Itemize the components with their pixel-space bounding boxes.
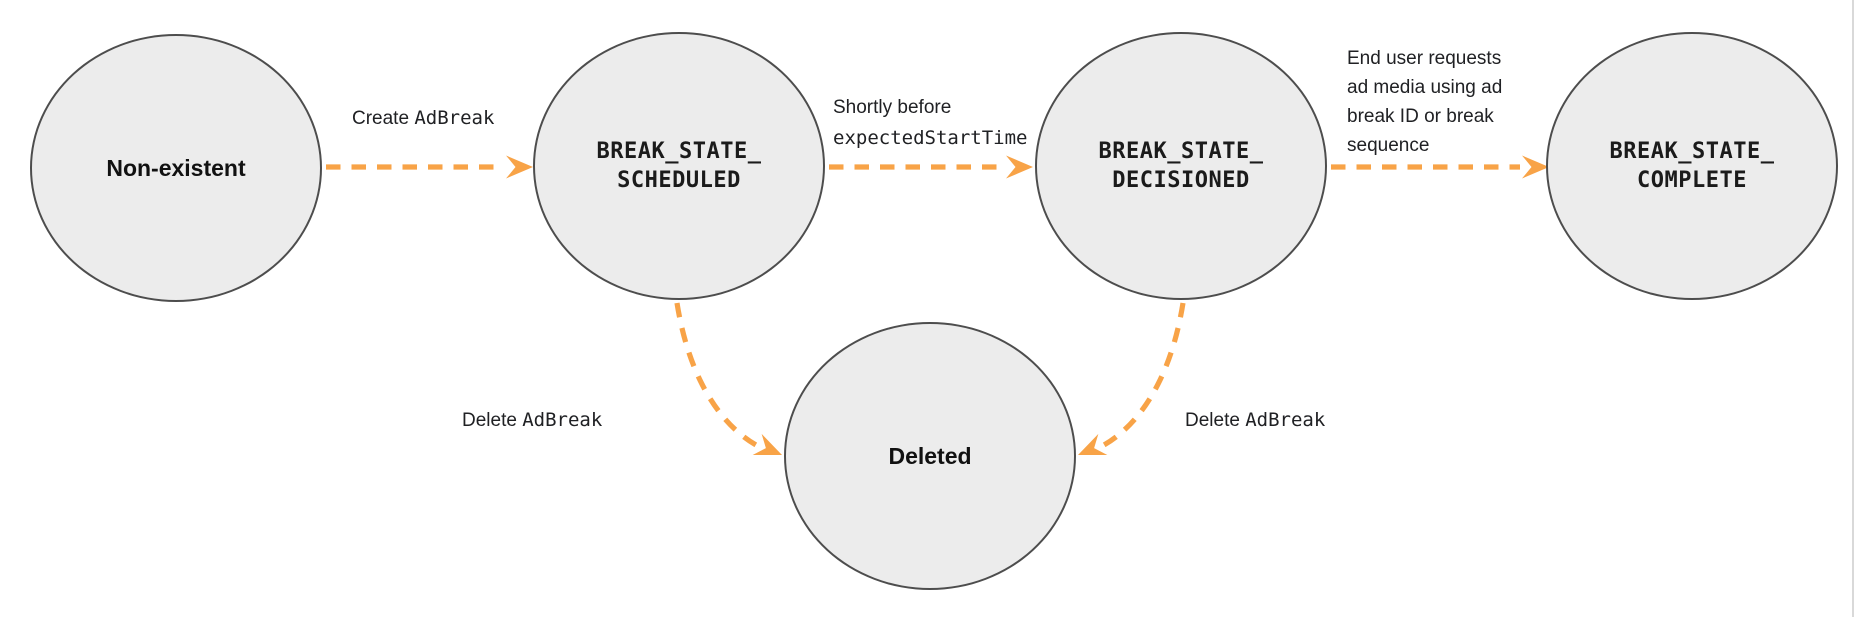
edge-label-code: expectedStartTime [833,127,1028,149]
state-label-line2: COMPLETE [1637,168,1747,193]
edge-label-code: AdBreak [1245,409,1326,431]
edge-delete-from-scheduled [674,302,758,448]
state-label-line1: BREAK_STATE_ [1098,139,1264,164]
edge-label-end-user-request: End user requests ad media using ad brea… [1347,44,1502,160]
edge-label-line: break ID or break [1347,106,1494,127]
state-node-break-state-complete: BREAK_STATE_ COMPLETE [1546,32,1838,300]
edge-label-text: Delete [1185,410,1246,431]
state-label: BREAK_STATE_ SCHEDULED [597,137,762,195]
state-node-break-state-decisioned: BREAK_STATE_ DECISIONED [1035,32,1327,300]
edge-label-code: AdBreak [522,409,603,431]
state-label: Non-existent [106,154,246,181]
arrowhead-end-user-request [1522,155,1549,179]
arrowhead-delete-from-scheduled [752,433,782,456]
edge-label-text: Delete [462,410,523,431]
state-label-line1: BREAK_STATE_ [596,139,762,164]
state-node-non-existent: Non-existent [30,34,322,302]
arrowhead-create-adbreak [506,155,533,179]
edge-label-text: Create [352,108,415,129]
state-label: Deleted [888,442,972,469]
edge-label-line: sequence [1347,135,1430,156]
state-label-line2: SCHEDULED [617,168,741,193]
state-node-deleted: Deleted [784,322,1076,590]
edge-label-delete-adbreak-decisioned: Delete AdBreak [1185,406,1325,435]
edge-label-line: ad media using ad [1347,77,1503,98]
edge-label-delete-adbreak-scheduled: Delete AdBreak [462,406,602,435]
state-label: BREAK_STATE_ COMPLETE [1610,137,1775,195]
edge-label-line: End user requests [1347,48,1502,69]
edge-label-code: AdBreak [414,107,495,129]
page-edge-divider [1852,0,1854,617]
state-node-break-state-scheduled: BREAK_STATE_ SCHEDULED [533,32,825,300]
state-label-line2: DECISIONED [1112,168,1250,193]
edge-label-text: Shortly before [833,97,952,118]
state-label: BREAK_STATE_ DECISIONED [1099,137,1264,195]
edge-delete-from-decisioned [1102,302,1186,448]
state-label-line1: BREAK_STATE_ [1609,139,1775,164]
arrowhead-delete-from-decisioned [1078,433,1108,456]
arrowhead-shortly-before [1006,155,1033,179]
edge-label-shortly-before: Shortly before expectedStartTime [833,92,1027,154]
edge-label-create-adbreak: Create AdBreak [352,104,494,133]
